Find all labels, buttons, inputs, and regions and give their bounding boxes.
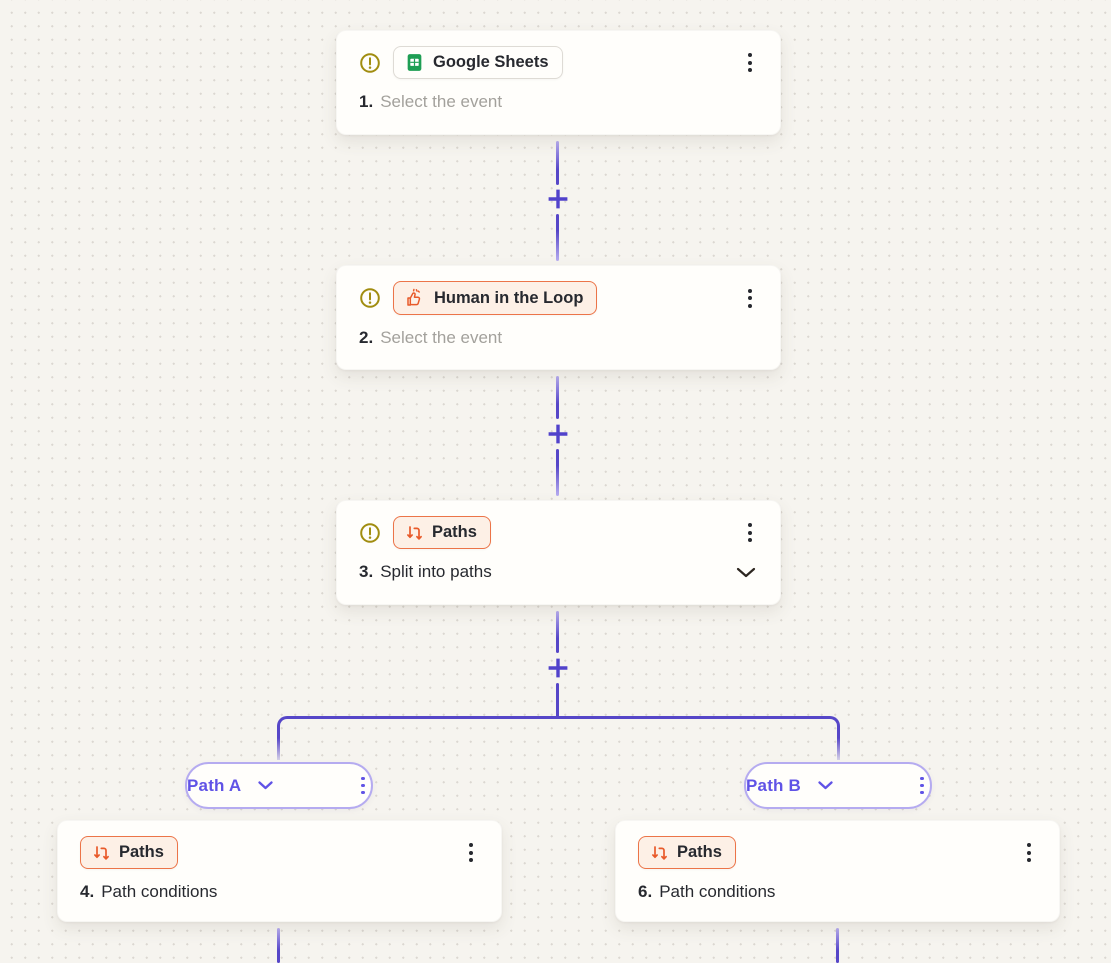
step-card-3[interactable]: Paths 3. Split into paths [336,500,781,605]
step-number: 2. [359,328,374,347]
app-name: Paths [677,843,722,861]
connector-line [556,376,559,419]
app-selector-pill[interactable]: Google Sheets [393,46,563,79]
card-header: Google Sheets [359,46,758,79]
connector-line [556,611,559,653]
app-selector-pill[interactable]: Paths [80,836,178,869]
kebab-menu-icon[interactable] [742,286,758,311]
thumbs-up-icon [405,288,425,308]
step-text: Select the event [380,328,503,347]
alert-circle-icon [359,287,381,309]
alert-circle-icon [359,52,381,74]
step-text: Select the event [380,92,503,111]
connector-line [277,928,280,963]
app-selector-pill[interactable]: Human in the Loop [393,281,598,315]
app-selector-pill[interactable]: Paths [638,836,736,869]
app-name: Google Sheets [433,53,549,71]
add-step-button[interactable] [546,656,570,680]
connector-line [836,928,839,963]
step-text: Split into paths [380,562,492,581]
add-step-button[interactable] [546,187,570,211]
step-title: 3. Split into paths [359,562,758,582]
step-card-2[interactable]: Human in the Loop 2. Select the event [336,265,781,370]
connector-line [556,214,559,261]
path-a-pill[interactable]: Path A [185,762,373,809]
app-selector-pill[interactable]: Paths [393,516,491,549]
kebab-menu-icon[interactable] [742,520,758,545]
step-number: 4. [80,882,95,901]
app-name: Paths [432,523,477,541]
step-title: 2. Select the event [359,328,758,348]
card-header: Paths [359,516,758,549]
branch-line-fade [276,738,281,760]
google-sheets-icon [405,53,424,72]
step-number: 6. [638,882,653,901]
branch-line-fade [836,738,841,760]
chevron-down-icon[interactable] [816,779,835,792]
app-name: Human in the Loop [434,288,584,307]
paths-split-icon [92,844,110,862]
alert-circle-icon [359,522,381,544]
kebab-menu-icon[interactable] [742,50,758,75]
step-text: Path conditions [659,882,776,901]
step-card-6[interactable]: Paths 6. Path conditions [615,820,1060,922]
branch-split-line [277,716,840,760]
path-label: Path A [187,775,242,795]
plus-icon [546,422,570,446]
connector-line [556,449,559,496]
card-header: Human in the Loop [359,281,758,315]
paths-split-icon [650,844,668,862]
path-b-pill[interactable]: Path B [744,762,932,809]
step-card-4[interactable]: Paths 4. Path conditions [57,820,502,922]
kebab-menu-icon[interactable] [914,774,930,798]
add-step-button[interactable] [546,422,570,446]
plus-icon [546,187,570,211]
card-header: Paths [80,836,479,869]
connector-line [556,683,559,719]
connector-line [556,141,559,185]
step-text: Path conditions [101,882,218,901]
step-title: 6. Path conditions [638,882,1037,902]
step-number: 3. [359,562,374,581]
kebab-menu-icon[interactable] [463,840,479,865]
chevron-down-icon[interactable] [256,779,275,792]
step-number: 1. [359,92,374,111]
app-name: Paths [119,843,164,861]
kebab-menu-icon[interactable] [355,774,371,798]
card-header: Paths [638,836,1037,869]
chevron-down-icon[interactable] [734,565,758,580]
kebab-menu-icon[interactable] [1021,840,1037,865]
plus-icon [546,656,570,680]
step-card-1[interactable]: Google Sheets 1. Select the event [336,30,781,135]
step-title: 4. Path conditions [80,882,479,902]
step-title: 1. Select the event [359,92,758,112]
paths-split-icon [405,524,423,542]
path-label: Path B [746,775,802,795]
